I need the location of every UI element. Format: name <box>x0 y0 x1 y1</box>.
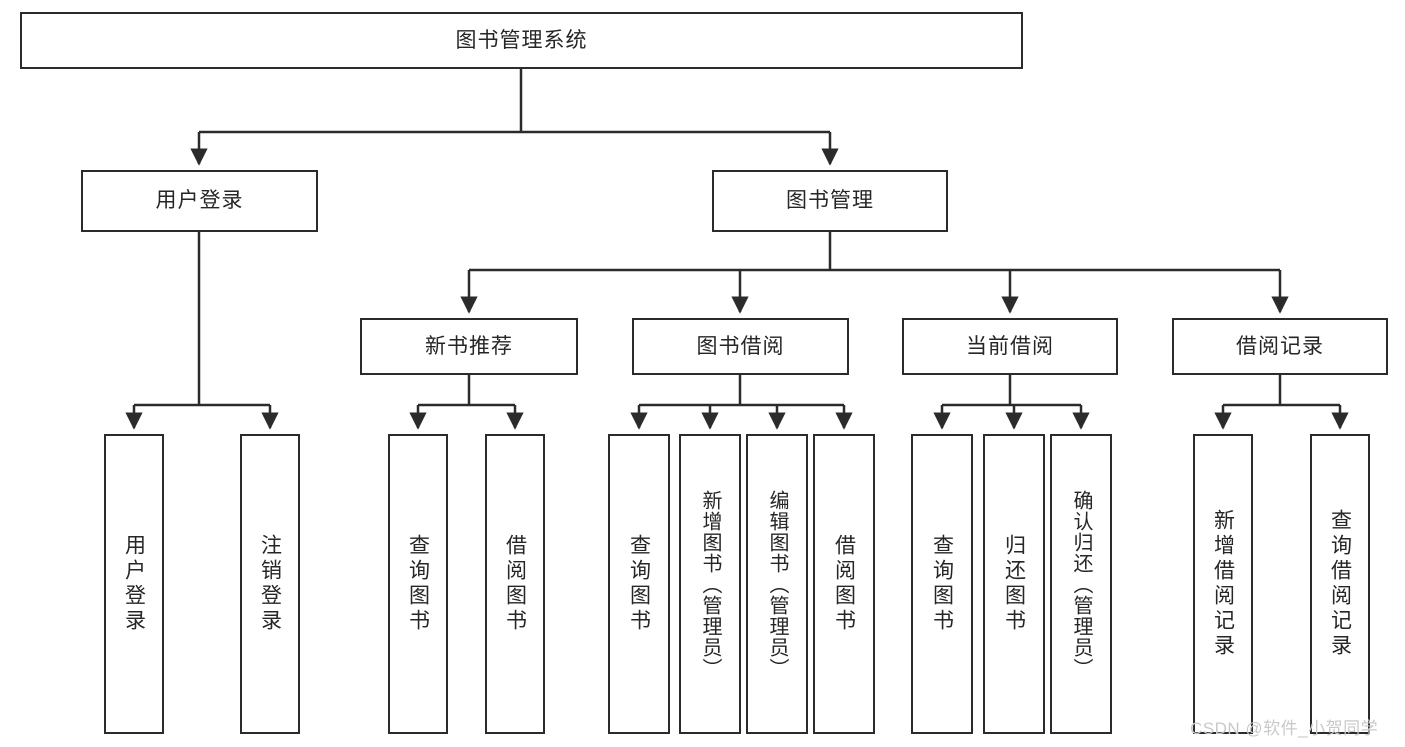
node-leaf-user-logout-label: 注销登录 <box>258 534 282 634</box>
node-leaf-cur-confirm-return-label: 确认归还（管理员） <box>1070 489 1092 679</box>
node-leaf-borrow-edit-book-label: 编辑图书（管理员） <box>766 489 788 679</box>
node-book-manage-label: 图书管理 <box>786 189 874 213</box>
node-leaf-borrow-add-book[interactable]: 新增图书（管理员） <box>679 434 741 734</box>
node-leaf-cur-return-book-label: 归还图书 <box>1002 534 1026 634</box>
node-borrow-record-label: 借阅记录 <box>1236 334 1324 358</box>
node-user-login-label: 用户登录 <box>155 189 244 213</box>
node-user-login[interactable]: 用户登录 <box>81 170 318 232</box>
node-book-manage[interactable]: 图书管理 <box>712 170 948 232</box>
node-root-label: 图书管理系统 <box>455 28 588 52</box>
node-leaf-rec-borrow-book-label: 借阅图书 <box>503 534 527 634</box>
node-borrow-record[interactable]: 借阅记录 <box>1172 318 1388 375</box>
node-new-book-rec-label: 新书推荐 <box>425 334 513 358</box>
node-leaf-cur-confirm-return[interactable]: 确认归还（管理员） <box>1050 434 1112 734</box>
node-leaf-rec-borrow-book[interactable]: 借阅图书 <box>485 434 545 734</box>
node-leaf-rec-query-record-label: 查询借阅记录 <box>1328 509 1352 659</box>
node-leaf-borrow-lend-book[interactable]: 借阅图书 <box>813 434 875 734</box>
node-book-borrow-label: 图书借阅 <box>696 334 785 358</box>
node-current-borrow-label: 当前借阅 <box>966 334 1054 358</box>
node-leaf-rec-add-record[interactable]: 新增借阅记录 <box>1193 434 1253 734</box>
node-new-book-rec[interactable]: 新书推荐 <box>360 318 578 375</box>
node-leaf-cur-query-book[interactable]: 查询图书 <box>911 434 973 734</box>
node-leaf-rec-query-book[interactable]: 查询图书 <box>388 434 448 734</box>
node-book-borrow[interactable]: 图书借阅 <box>632 318 849 375</box>
node-leaf-rec-add-record-label: 新增借阅记录 <box>1211 509 1235 659</box>
node-leaf-borrow-query-book-label: 查询图书 <box>627 534 651 634</box>
node-leaf-borrow-edit-book[interactable]: 编辑图书（管理员） <box>746 434 808 734</box>
node-leaf-borrow-add-book-label: 新增图书（管理员） <box>699 489 721 679</box>
node-leaf-cur-return-book[interactable]: 归还图书 <box>983 434 1045 734</box>
node-current-borrow[interactable]: 当前借阅 <box>902 318 1118 375</box>
node-leaf-rec-query-book-label: 查询图书 <box>406 534 430 634</box>
node-leaf-user-login-label: 用户登录 <box>122 534 146 634</box>
node-leaf-borrow-query-book[interactable]: 查询图书 <box>608 434 670 734</box>
csdn-watermark: CSDN @软件_小贺同学 <box>1190 719 1379 738</box>
node-leaf-rec-query-record[interactable]: 查询借阅记录 <box>1310 434 1370 734</box>
node-leaf-borrow-lend-book-label: 借阅图书 <box>832 534 856 634</box>
node-root[interactable]: 图书管理系统 <box>20 12 1023 69</box>
node-leaf-user-logout[interactable]: 注销登录 <box>240 434 300 734</box>
node-leaf-cur-query-book-label: 查询图书 <box>930 534 954 634</box>
node-leaf-user-login[interactable]: 用户登录 <box>104 434 164 734</box>
